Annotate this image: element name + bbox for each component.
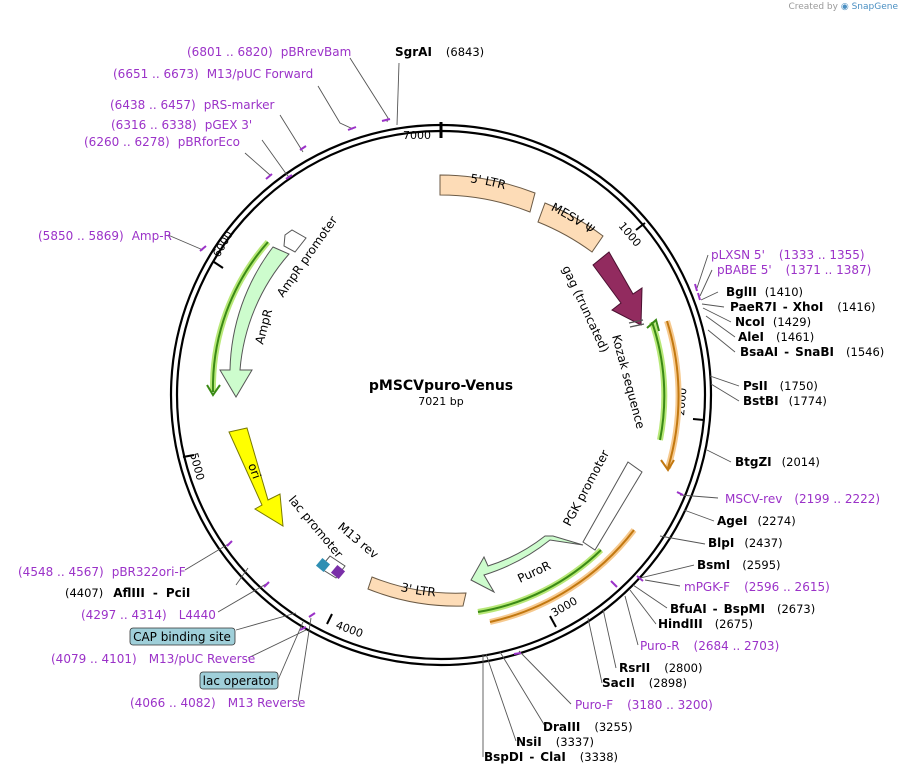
primer-mscv-rev: MSCV-rev(2199 .. 2222) (725, 492, 880, 506)
puror-orf-green-line (477, 549, 602, 613)
enzyme-btgzi: BtgZI(2014) (735, 455, 820, 469)
enzyme-ncoi: NcoI(1429) (735, 315, 811, 329)
venus-orf-orange-head (660, 459, 675, 472)
cap-binding-site-box: CAP binding site (129, 627, 236, 646)
enzyme-bspdi-clai: BspDI-ClaI(3338) (484, 750, 618, 764)
primer-mpgk-f: mPGK-F(2596 .. 2615) (684, 580, 830, 594)
ampr-feature (219, 246, 290, 398)
snapgene-watermark: Created by ◉ SnapGene (788, 2, 898, 12)
gag-feature (592, 251, 643, 326)
m13rev-label: M13 rev (335, 520, 381, 562)
puror-orf-orange-line (489, 529, 635, 623)
mesv-feature (537, 202, 604, 253)
primer-pbrrevbam: (6801 .. 6820)pBRrevBam (187, 45, 351, 59)
primer-puro-f: Puro-F(3180 .. 3200) (575, 698, 713, 712)
puror-label: PuroR (515, 558, 553, 585)
kozak-label: Kozak sequence (609, 333, 648, 430)
primer-pgex3: (6316 .. 6338)pGEX 3' (111, 118, 252, 132)
tick-label-6000: 6000 (210, 229, 235, 260)
gag-marker-2 (629, 323, 645, 328)
enzyme-paer7i-xhoi: PaeR7I-XhoI(1416) (730, 300, 876, 314)
watermark-created-by: Created by (788, 2, 838, 12)
lac-operator-label: lac operator (203, 674, 276, 688)
tick-label-7000: 7000 (403, 129, 431, 142)
gag-marker (628, 319, 644, 324)
ampr-orf-green-line (211, 241, 269, 393)
enzyme-bfuai-bspmi: BfuAI-BspMI(2673) (670, 602, 815, 616)
primer-ticks (199, 118, 701, 655)
enzyme-bglii: BglII(1410) (726, 285, 803, 299)
venus-orf-green-line (651, 321, 666, 441)
enzyme-draiii: DraIII(3255) (543, 720, 633, 734)
enzyme-agei: AgeI(2274) (717, 514, 796, 528)
enzyme-hindiii: HindIII(2675) (658, 617, 753, 631)
enzyme-bstbi: BstBI(1774) (743, 394, 827, 408)
primer-pbabe5: pBABE 5'(1371 .. 1387) (717, 263, 871, 277)
cap-site-marker (315, 557, 331, 573)
primer-m13-puc-forward: (6651 .. 6673)M13/pUC Forward (113, 67, 313, 81)
ori-label: ori (245, 461, 263, 480)
primer-plxsn5: pLXSN 5'(1333 .. 1355) (711, 248, 865, 262)
primer-amp-r: (5850 .. 5869)Amp-R (38, 229, 172, 243)
enzyme-afliii-pcii: (4407)AflIII-PciI (65, 586, 190, 600)
primer-puro-r: Puro-R(2684 .. 2703) (640, 639, 779, 653)
primer-pbrforeco: (6260 .. 6278)pBRforEco (84, 135, 240, 149)
enzyme-nsii: NsiI(3337) (516, 735, 594, 749)
enzyme-blpi: BlpI(2437) (708, 536, 783, 550)
tick-label-4000: 4000 (334, 619, 365, 641)
ltr3-feature (367, 576, 467, 607)
enzyme-bsmi: BsmI(2595) (697, 558, 781, 572)
ori-feature (228, 427, 284, 527)
ampr-label: AmpR (252, 308, 275, 346)
venus-orf-green-head (646, 318, 660, 332)
enzyme-bsaai-snabi: BsaAI-SnaBI(1546) (740, 345, 884, 359)
tick-label-1000: 1000 (616, 220, 644, 250)
venus-orf-orange-line (666, 320, 680, 469)
enzyme-alei: AleI(1461) (738, 330, 814, 344)
primer-prs-marker: (6438 .. 6457)pRS-marker (110, 98, 274, 112)
enzyme-sacii: SacII(2898) (602, 676, 687, 690)
primer-m13-reverse: (4066 .. 4082)M13 Reverse (130, 696, 305, 710)
scale-ticks (182, 222, 705, 628)
plasmid-name: pMSCVpuro-Venus (369, 378, 513, 394)
cap-binding-site-label: CAP binding site (133, 630, 231, 644)
enzyme-psii: PsII(1750) (743, 379, 818, 393)
plasmid-length: 7021 bp (418, 395, 463, 408)
primer-m13-puc-reverse: (4079 .. 4101)M13/pUC Reverse (51, 652, 255, 666)
enzyme-rsrii: RsrII(2800) (619, 661, 702, 675)
ampr-orf-green-head (206, 384, 221, 397)
watermark-brand: SnapGene (851, 2, 898, 12)
pgk-promoter-feature (582, 461, 643, 551)
primer-l4440: (4297 .. 4314)L4440 (81, 608, 216, 622)
lac-operator-box: lac operator (199, 671, 279, 690)
puror-feature (470, 535, 584, 594)
enzyme-sgrai: SgrAI(6843) (395, 45, 484, 59)
primer-pbr322ori-f: (4548 .. 4567)pBR322ori-F (18, 565, 186, 579)
ampr-promoter-feature (283, 229, 307, 253)
ltr3-label: 3' LTR (400, 580, 437, 599)
snapgene-logo: ◉ (840, 2, 849, 12)
lac-operator-marker (330, 564, 346, 580)
ltr5-feature (439, 174, 536, 213)
leader-lines (167, 57, 740, 757)
